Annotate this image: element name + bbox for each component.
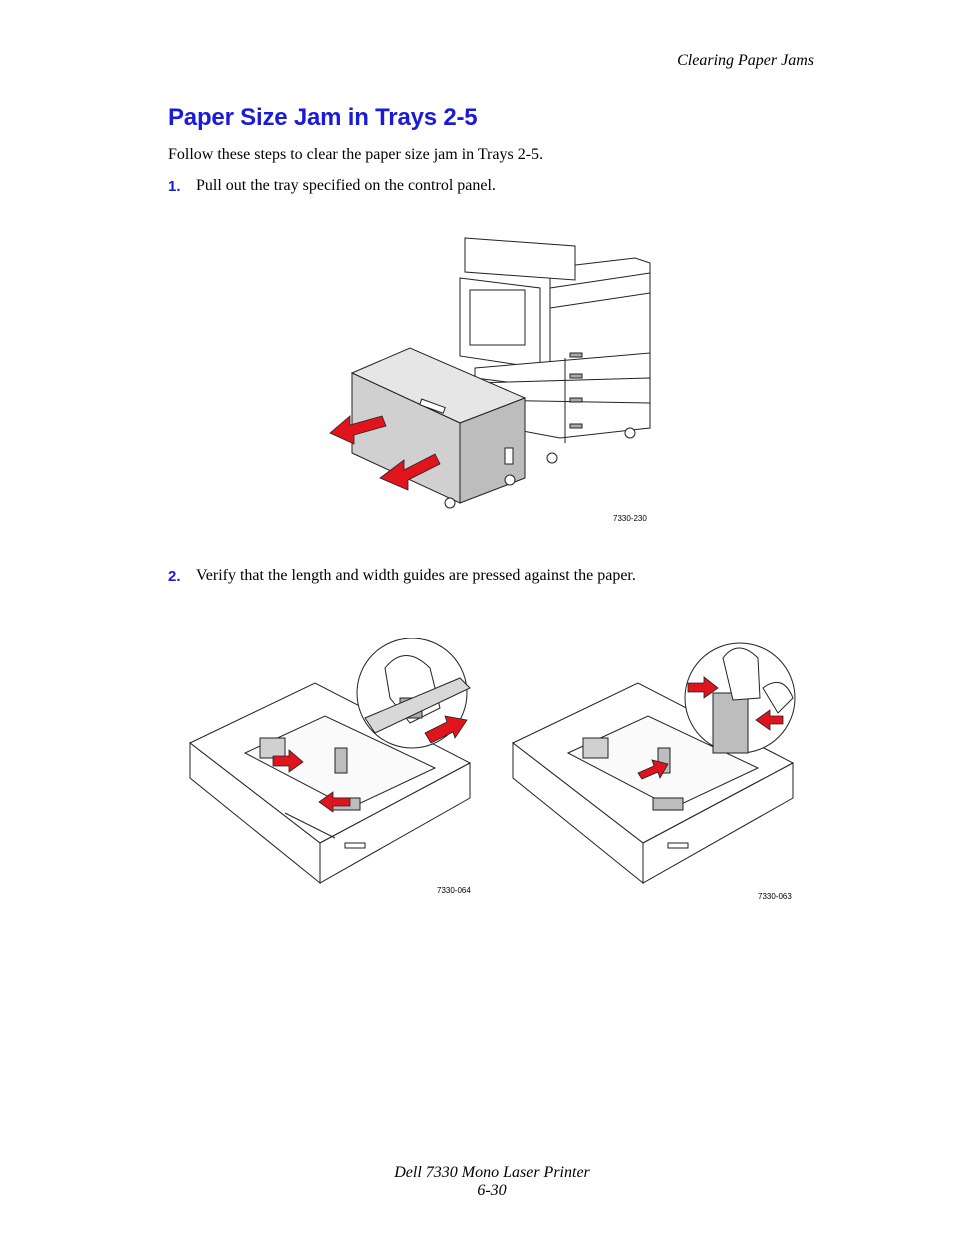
tray-left-drawing <box>189 637 472 885</box>
figure-label-tray-left: 7330-064 <box>437 886 471 895</box>
guide-arrows-left <box>272 715 468 813</box>
footer-page-number: 6-30 <box>477 1182 507 1199</box>
printer-drawing <box>329 237 651 509</box>
printer-illustration: 7330-230 <box>320 228 660 528</box>
pull-arrows <box>329 415 441 491</box>
step-2-number: 2. <box>168 568 181 585</box>
tray-right-drawing <box>512 642 796 885</box>
step-2: 2. Verify that the length and width guid… <box>168 567 788 589</box>
running-header: Clearing Paper Jams <box>677 52 814 69</box>
step-1-text: Pull out the tray specified on the contr… <box>196 177 496 194</box>
tray-width-guide-illustration: 7330-063 <box>508 638 800 906</box>
guide-arrows-right <box>637 676 784 780</box>
intro-text: Follow these steps to clear the paper si… <box>168 146 544 163</box>
footer-product: Dell 7330 Mono Laser Printer <box>394 1164 590 1181</box>
step-1: 1. Pull out the tray specified on the co… <box>168 177 768 199</box>
step-1-number: 1. <box>168 178 181 195</box>
figure-label-tray-right: 7330-063 <box>758 892 792 901</box>
figure-label-printer: 7330-230 <box>613 514 647 523</box>
page-footer: Dell 7330 Mono Laser Printer 6-30 <box>0 1164 954 1200</box>
step-2-text: Verify that the length and width guides … <box>196 567 636 584</box>
tray-length-guide-illustration: 7330-064 <box>185 637 480 900</box>
page-title: Paper Size Jam in Trays 2-5 <box>168 104 478 131</box>
